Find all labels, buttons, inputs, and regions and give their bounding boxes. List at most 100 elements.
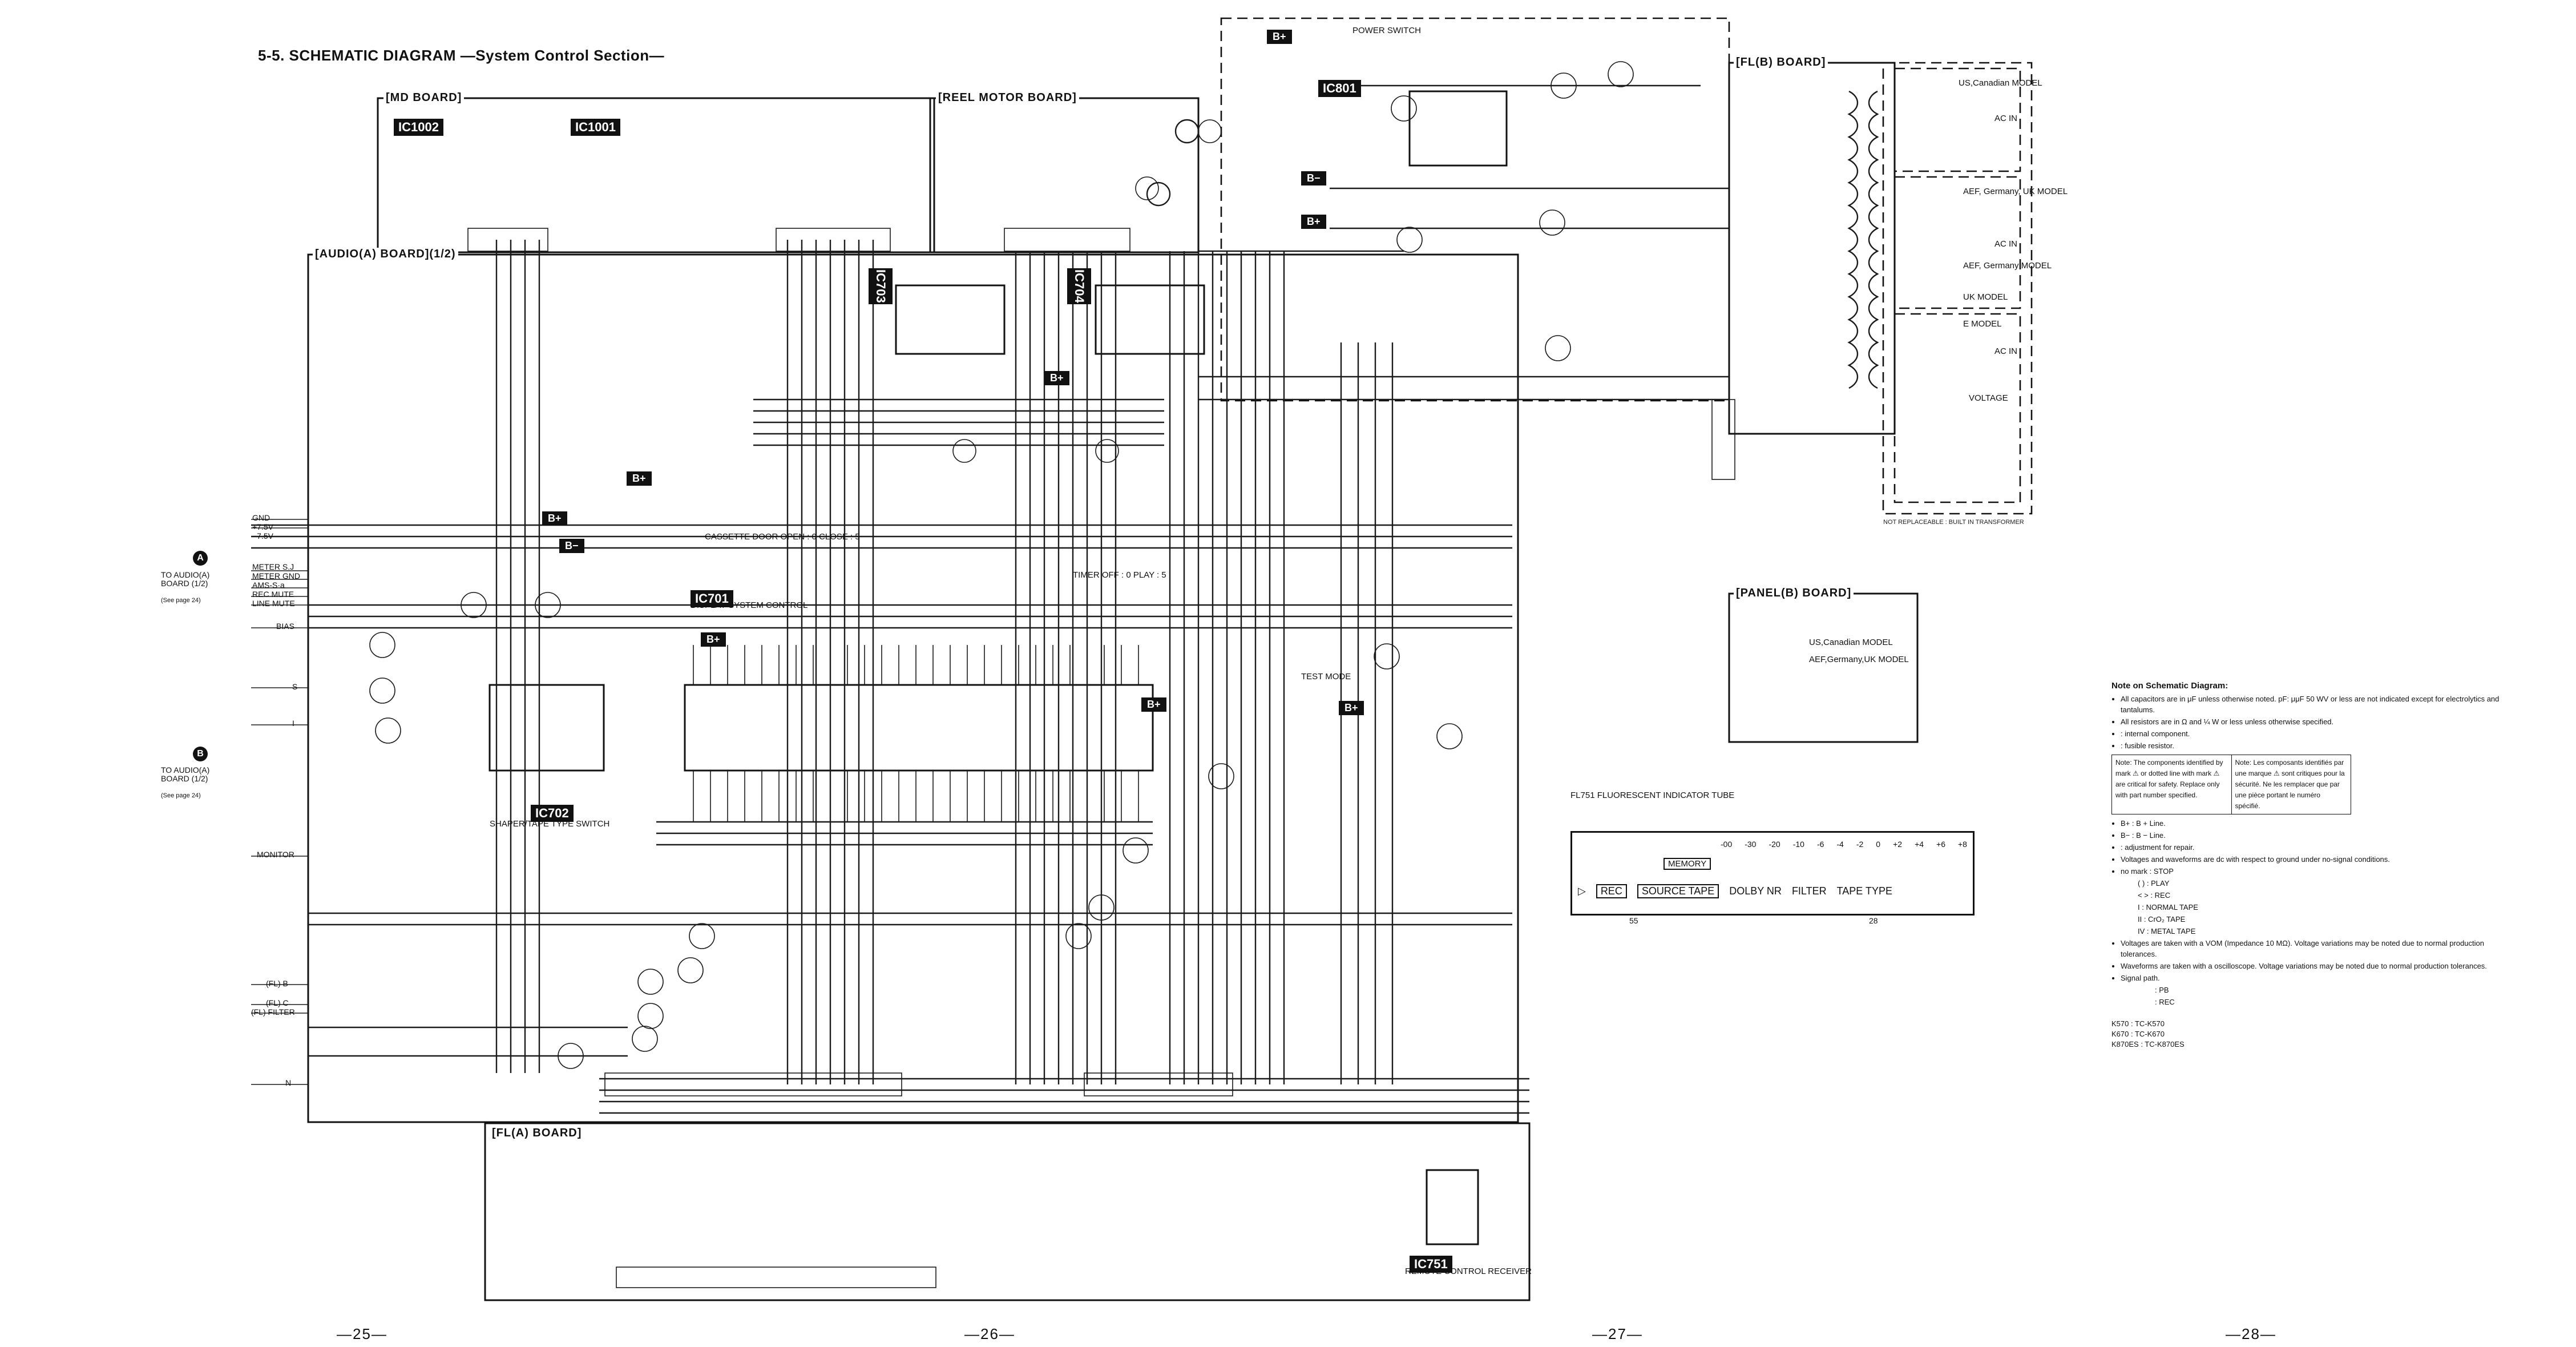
transformer: [1847, 90, 1879, 389]
fl-filter: FILTER: [1791, 885, 1827, 897]
note-item: All resistors are in Ω and ¼ W or less u…: [2121, 716, 2500, 727]
bplus-badge-6: B+: [701, 632, 726, 647]
ic703-label: IC703: [869, 268, 893, 304]
horizontal-bus: [251, 84, 1729, 1114]
cassette-door-label: CASSETTE DOOR OPEN : 0 CLOSE : 5: [705, 532, 860, 542]
bminus-badge-2: B−: [559, 539, 584, 553]
fl-a-board-outline: [484, 1122, 1531, 1301]
page-number-26: —26—: [964, 1325, 1015, 1342]
ic751-body: [1426, 1169, 1479, 1245]
us-canadian-label: US,Canadian MODEL: [1959, 78, 2042, 88]
bminus-badge-1: B−: [1301, 171, 1326, 185]
fl-scale-tick: +2: [1893, 840, 1903, 849]
note-item: ( ) : PLAY: [2138, 879, 2170, 888]
bplus-badge-1: B+: [1267, 30, 1292, 44]
signal-monitor: MONITOR: [257, 850, 294, 859]
signal-rec-mute: REC MUTE: [252, 590, 294, 599]
fl-source-tape: SOURCE TAPE: [1637, 884, 1719, 898]
fl-scale-tick: -20: [1769, 840, 1780, 849]
reel-motor-board-label: [REEL MOTOR BOARD]: [936, 91, 1079, 104]
fl-scale-tick: +6: [1936, 840, 1945, 849]
transistors: [369, 61, 1634, 1069]
ic801-body: [1408, 90, 1508, 167]
ic701-body: [684, 684, 1154, 772]
notes-list: All capacitors are in μF unless otherwis…: [2111, 693, 2500, 751]
page-title: 5-5. SCHEMATIC DIAGRAM —System Control S…: [258, 47, 665, 64]
fl-scale-tick: -6: [1816, 840, 1824, 849]
note-item: : internal component.: [2121, 728, 2500, 739]
power-section-outline: [1220, 17, 1730, 402]
vertical-bus: [495, 240, 1394, 1084]
ic704-body: [1095, 284, 1205, 355]
note-item: B+ : B + Line.: [2121, 818, 2500, 829]
signal-ams: AMS-S·a: [252, 580, 285, 590]
ic703-body: [895, 284, 1006, 355]
ic751-label: IC751: [1410, 1256, 1452, 1273]
signal-meter-gnd: METER GND: [252, 571, 300, 580]
fl-rec: REC: [1596, 884, 1627, 898]
fl-play-icon: ▷: [1578, 885, 1586, 897]
signal-gnd: GND: [252, 513, 270, 522]
signal-bias: BIAS: [276, 622, 294, 631]
fl-scale-tick: +8: [1958, 840, 1967, 849]
ac-in-label-2: AC IN: [1994, 239, 2017, 249]
note-item: B− : B − Line.: [2121, 830, 2500, 841]
signal-meter-sj: METER S.J: [252, 562, 294, 571]
ic1002-label: IC1002: [394, 119, 443, 136]
safety-note-en: Note: The components identified by mark …: [2111, 755, 2232, 814]
fl-scale-tick: -00: [1721, 840, 1733, 849]
fl-dolby: DOLBY NR: [1729, 885, 1782, 897]
transformer-region: [1882, 62, 2033, 515]
timer-label: TIMER OFF : 0 PLAY : 5: [1073, 570, 1166, 580]
test-mode-label: TEST MODE: [1301, 672, 1351, 681]
safety-note-fr: Note: Les composants identifiés par une …: [2231, 755, 2351, 814]
fl-scale-tick: +4: [1915, 840, 1924, 849]
ac-in-label-1: AC IN: [1994, 114, 2017, 123]
voltage-label: VOLTAGE: [1969, 393, 2008, 403]
bplus-badge-2: B+: [1301, 215, 1326, 229]
bplus-badge-7: B+: [1141, 697, 1166, 712]
ic1001-label: IC1001: [571, 119, 620, 136]
fl-scale-tick: 0: [1876, 840, 1881, 849]
ac-in-label-3: AC IN: [1994, 346, 2017, 356]
note-item: < > : REC: [2138, 891, 2171, 900]
aef-germany-label: AEF, Germany MODEL: [1963, 261, 2052, 271]
fl-number-28: 28: [1869, 916, 1878, 925]
e-model-block: [1893, 313, 2021, 503]
connector-b-ref: (See page 24): [161, 792, 201, 799]
signal-i: I: [292, 719, 294, 728]
fl-scale-tick: -4: [1836, 840, 1844, 849]
ic702-body: [488, 684, 605, 772]
schematic-notes: Note on Schematic Diagram: All capacitor…: [2111, 680, 2500, 1050]
fl-tube-label: FL751 FLUORESCENT INDICATOR TUBE: [1570, 791, 1734, 800]
notes-list-2: B+ : B + Line. B− : B − Line. : adjustme…: [2111, 818, 2500, 1007]
notes-heading: Note on Schematic Diagram:: [2111, 681, 2228, 691]
note-item: Voltages and waveforms are dc with respe…: [2121, 854, 2500, 865]
page-number-28: —28—: [2226, 1325, 2276, 1342]
fl-bottom-row: ▷ REC SOURCE TAPE DOLBY NR FILTER TAPE T…: [1578, 884, 1892, 898]
e-model-label: E MODEL: [1963, 319, 2002, 329]
panel-us-canadian-label: US,Canadian MODEL: [1809, 638, 1893, 647]
fl-memory: MEMORY: [1664, 858, 1711, 870]
aef-germany-uk-label: AEF, Germany, UK MODEL: [1963, 187, 2068, 196]
fl-b-board-outline: [1728, 62, 1896, 435]
fl-scale-tick: -10: [1792, 840, 1804, 849]
audio-a-board-outline: [307, 253, 1519, 1123]
note-item: : adjustment for repair.: [2121, 842, 2500, 853]
fl-b-board-label: [FL(B) BOARD]: [1734, 56, 1828, 69]
bplus-badge-3: B+: [1044, 371, 1069, 385]
fl-tape-type: TAPE TYPE: [1836, 885, 1892, 897]
not-replaceable-label: NOT REPLACEABLE : BUILT IN TRANSFORMER: [1883, 519, 2024, 526]
ic701-label: IC701: [691, 590, 733, 607]
note-item: Voltages are taken with a VOM (Impedance…: [2121, 938, 2500, 959]
signal-plus75v: +7.5V: [252, 522, 273, 531]
connector-a-badge: A: [193, 551, 208, 566]
us-canadian-block: [1893, 67, 2021, 172]
note-item: : fusible resistor.: [2121, 740, 2500, 751]
panel-b-board-label: [PANEL(B) BOARD]: [1734, 587, 1854, 600]
aef-block: [1893, 176, 2021, 309]
ic704-label: IC704: [1067, 268, 1091, 304]
model-row: K570 : TC-K570: [2111, 1019, 2165, 1028]
model-row: K670 : TC-K670: [2111, 1030, 2165, 1038]
